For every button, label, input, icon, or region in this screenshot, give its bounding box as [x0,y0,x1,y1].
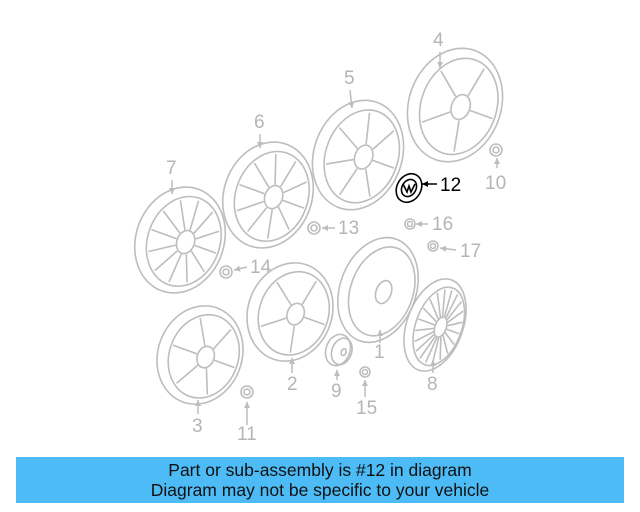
wheel-part-9[interactable] [321,331,356,370]
banner-line-2: Diagram may not be specific to your vehi… [150,480,490,500]
part-label-16[interactable]: 16 [432,214,453,235]
part-label-4[interactable]: 4 [433,30,444,51]
arrow-icon [195,400,201,406]
wheel-part-6[interactable] [208,129,328,261]
wheel-part-8[interactable] [392,270,477,379]
part-label-12[interactable]: 12 [440,175,461,196]
part-label-9[interactable]: 9 [331,381,342,402]
part-label-1[interactable]: 1 [374,342,385,363]
arrow-icon [362,380,368,386]
hardware-part-14[interactable] [219,265,233,279]
hardware-part-13[interactable] [307,221,321,235]
wheel-part-7[interactable] [120,174,240,306]
part-label-2[interactable]: 2 [287,374,298,395]
wheel-part-3[interactable] [143,294,256,417]
arrow-icon [289,358,295,364]
part-label-5[interactable]: 5 [344,68,355,89]
info-banner: Part or sub-assembly is #12 in diagram D… [16,457,624,503]
arrow-icon [422,181,428,187]
arrow-icon [169,188,175,194]
part-label-14[interactable]: 14 [250,257,272,278]
part-label-15[interactable]: 15 [356,398,377,419]
arrow-icon [322,225,328,231]
hardware-part-17[interactable] [427,240,439,252]
arrow-icon [416,221,422,227]
arrow-icon [257,142,263,148]
arrow-icon [244,402,250,408]
banner-line-1: Part or sub-assembly is #12 in diagram [168,460,472,480]
part-label-13[interactable]: 13 [338,218,359,239]
part-label-8[interactable]: 8 [427,374,438,395]
hardware-part-11[interactable] [240,385,254,399]
part-label-10[interactable]: 10 [485,173,506,194]
part-label-3[interactable]: 3 [192,416,203,437]
arrow-icon [377,330,383,336]
part-label-11[interactable]: 11 [237,424,257,445]
wheel-part-4[interactable] [392,35,518,175]
arrow-icon [494,158,500,164]
arrow-icon [334,370,340,376]
hardware-part-10[interactable] [489,143,503,157]
part-label-7[interactable]: 7 [166,158,177,179]
arrow-icon [440,245,447,252]
hardware-part-16[interactable] [404,218,416,230]
emblem-part-12[interactable] [391,169,427,207]
arrow-icon [348,101,355,108]
part-label-17[interactable]: 17 [460,241,481,262]
arrow-icon [437,62,443,68]
hardware-part-15[interactable] [359,366,371,378]
arrow-icon [234,265,241,272]
wheel-part-2[interactable] [233,251,346,374]
arrow-icon [430,360,436,366]
wheel-part-5[interactable] [298,87,419,222]
part-label-6[interactable]: 6 [254,112,265,133]
